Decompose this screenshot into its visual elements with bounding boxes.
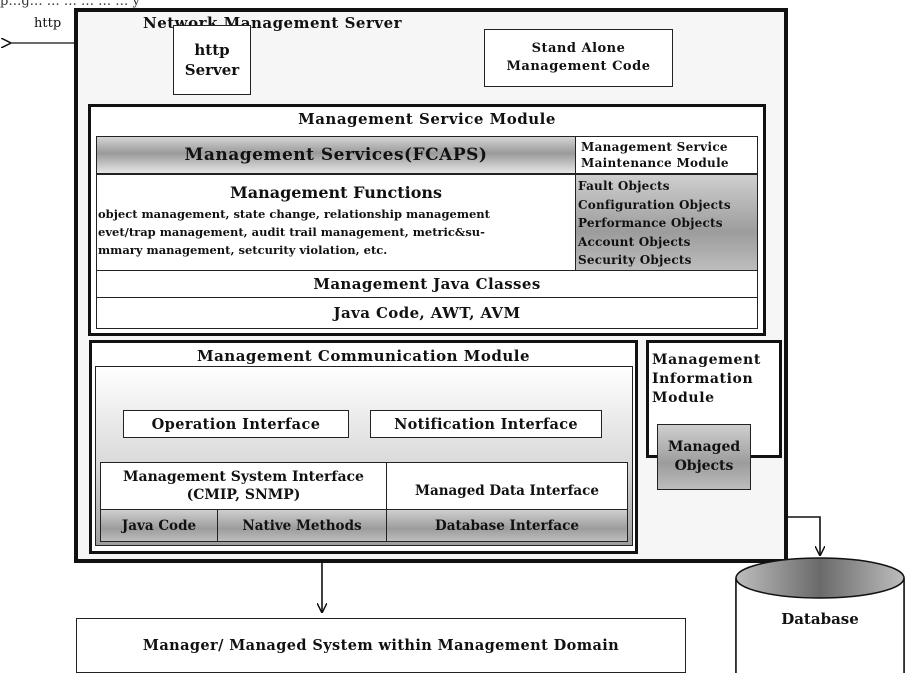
standalone-line1: Stand Alone	[531, 41, 626, 56]
http-label: http	[34, 16, 62, 31]
fault-objects: Fault Objects	[578, 179, 670, 193]
mim-title-line3: Module	[652, 390, 715, 406]
performance-objects: Performance Objects	[578, 216, 723, 230]
managed-data-interface-box[interactable]: Managed Data Interface	[386, 462, 628, 510]
manager-domain-box[interactable]: Manager/ Managed System within Managemen…	[76, 618, 686, 673]
account-objects: Account Objects	[578, 234, 691, 249]
management-system-interface-box[interactable]: Management System Interface (CMIP, SNMP)	[100, 462, 387, 510]
maintenance-module-box[interactable]: Management Service Maintenance Module	[575, 136, 758, 174]
maintenance-line2: Maintenance Module	[581, 156, 729, 170]
functions-line3: mmary management, setcurity violation, e…	[98, 243, 388, 257]
configuration-objects: Configuration Objects	[578, 197, 731, 212]
standalone-line2: Management Code	[506, 59, 651, 74]
database-interface-cell[interactable]: Database Interface	[386, 509, 628, 542]
java-code-awt-bar: Java Code, AWT, AVM	[96, 297, 758, 329]
mcm-title: Management Communication Module	[196, 347, 530, 365]
msi-line1: Management System Interface	[123, 469, 364, 485]
objects-box[interactable]: Fault Objects Configuration Objects Perf…	[575, 174, 758, 271]
mim-title: Management Information Module	[652, 351, 780, 421]
maintenance-line1: Management Service	[581, 140, 728, 154]
security-objects: Security Objects	[578, 253, 692, 267]
mim-title-line1: Management	[652, 352, 761, 368]
management-functions-box: Management Functions object management, …	[96, 174, 576, 271]
msi-line2: (CMIP, SNMP)	[186, 487, 301, 503]
notification-interface-box[interactable]: Notification Interface	[370, 410, 602, 438]
managed-line1: Managed	[667, 439, 741, 455]
operation-interface-box[interactable]: Operation Interface	[123, 410, 349, 438]
native-methods-cell[interactable]: Native Methods	[217, 509, 387, 542]
top-caption: p…g… … … … … … y	[0, 0, 140, 8]
managed-line2: Objects	[674, 458, 734, 474]
functions-title: Management Functions	[229, 182, 442, 202]
fcaps-bar: Management Services(FCAPS)	[96, 136, 576, 174]
java-code-cell[interactable]: Java Code	[100, 509, 218, 542]
functions-line2: evet/trap management, audit trail manage…	[98, 225, 485, 239]
http-server-line2: Server	[184, 61, 240, 79]
mim-title-line2: Information	[652, 371, 754, 387]
http-server-box[interactable]: http Server	[173, 25, 251, 95]
database-label: Database	[781, 610, 859, 628]
functions-line1: object management, state change, relatio…	[98, 207, 490, 221]
database-top	[735, 557, 905, 599]
managed-objects-box[interactable]: Managed Objects	[657, 424, 751, 490]
http-server-line1: http	[194, 41, 230, 59]
java-classes-bar: Management Java Classes	[96, 270, 758, 298]
msm-title: Management Service Module	[298, 110, 556, 128]
standalone-box[interactable]: Stand Alone Management Code	[484, 29, 673, 87]
